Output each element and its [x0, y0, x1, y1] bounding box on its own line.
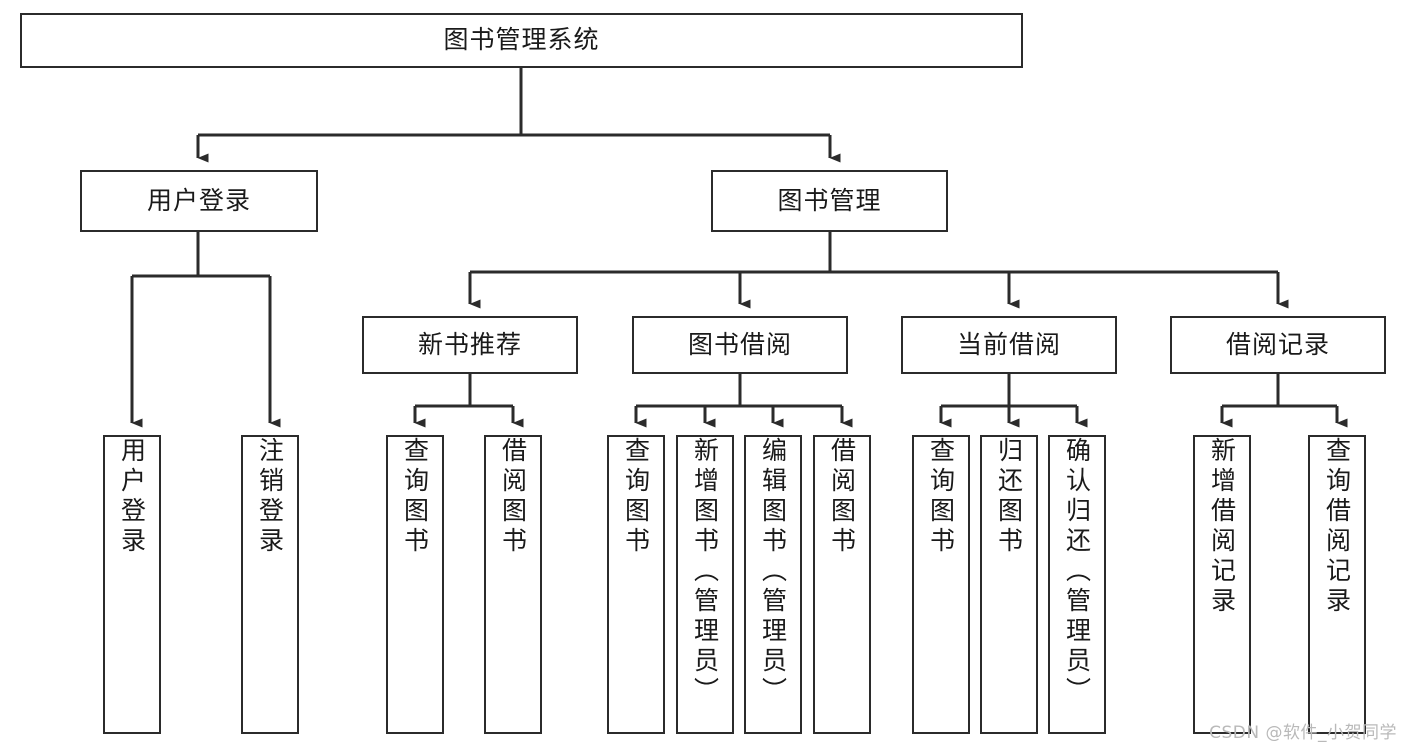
node-new-book-rec-label: 新书推荐 [417, 329, 522, 359]
leaf-label: 查询图书 [400, 437, 430, 557]
node-book-borrow[interactable]: 图书借阅 [632, 316, 848, 374]
leaf-label: 查询借阅记录 [1322, 437, 1352, 617]
leaf-label: 新增图书（管理员） [690, 437, 720, 707]
node-current-borrow-label: 当前借阅 [956, 329, 1061, 359]
leaf-book-borrow-1[interactable]: 新增图书（管理员） [676, 435, 734, 734]
leaf-label: 借阅图书 [498, 437, 528, 557]
leaf-book-borrow-2[interactable]: 编辑图书（管理员） [744, 435, 802, 734]
node-book-manage[interactable]: 图书管理 [711, 170, 948, 232]
leaf-label: 编辑图书（管理员） [758, 437, 788, 707]
leaf-label: 归还图书 [994, 437, 1024, 557]
watermark: CSDN @软件_小贺同学 [1209, 723, 1397, 743]
leaf-current-borrow-0[interactable]: 查询图书 [912, 435, 970, 734]
leaf-current-borrow-1[interactable]: 归还图书 [980, 435, 1038, 734]
node-book-borrow-label: 图书借阅 [687, 329, 792, 359]
node-borrow-record[interactable]: 借阅记录 [1170, 316, 1386, 374]
leaf-book-borrow-3[interactable]: 借阅图书 [813, 435, 871, 734]
leaf-label: 查询图书 [926, 437, 956, 557]
leaf-label: 查询图书 [621, 437, 651, 557]
leaf-user-login-0[interactable]: 用户登录 [103, 435, 161, 734]
node-current-borrow[interactable]: 当前借阅 [901, 316, 1117, 374]
leaf-user-login-1[interactable]: 注销登录 [241, 435, 299, 734]
leaf-label: 新增借阅记录 [1207, 437, 1237, 617]
leaf-label: 注销登录 [255, 437, 285, 557]
leaf-new-book-rec-0[interactable]: 查询图书 [386, 435, 444, 734]
leaf-borrow-record-0[interactable]: 新增借阅记录 [1193, 435, 1251, 734]
leaf-label: 借阅图书 [827, 437, 857, 557]
node-book-manage-label: 图书管理 [777, 185, 882, 215]
node-root[interactable]: 图书管理系统 [20, 13, 1023, 68]
leaf-label: 用户登录 [117, 437, 147, 557]
node-new-book-rec[interactable]: 新书推荐 [362, 316, 578, 374]
leaf-current-borrow-2[interactable]: 确认归还（管理员） [1048, 435, 1106, 734]
node-borrow-record-label: 借阅记录 [1225, 329, 1330, 359]
leaf-label: 确认归还（管理员） [1062, 437, 1092, 707]
leaf-book-borrow-0[interactable]: 查询图书 [607, 435, 665, 734]
node-user-login-label: 用户登录 [146, 185, 251, 215]
leaf-borrow-record-1[interactable]: 查询借阅记录 [1308, 435, 1366, 734]
leaf-new-book-rec-1[interactable]: 借阅图书 [484, 435, 542, 734]
node-root-label: 图书管理系统 [443, 25, 600, 55]
node-user-login[interactable]: 用户登录 [80, 170, 318, 232]
